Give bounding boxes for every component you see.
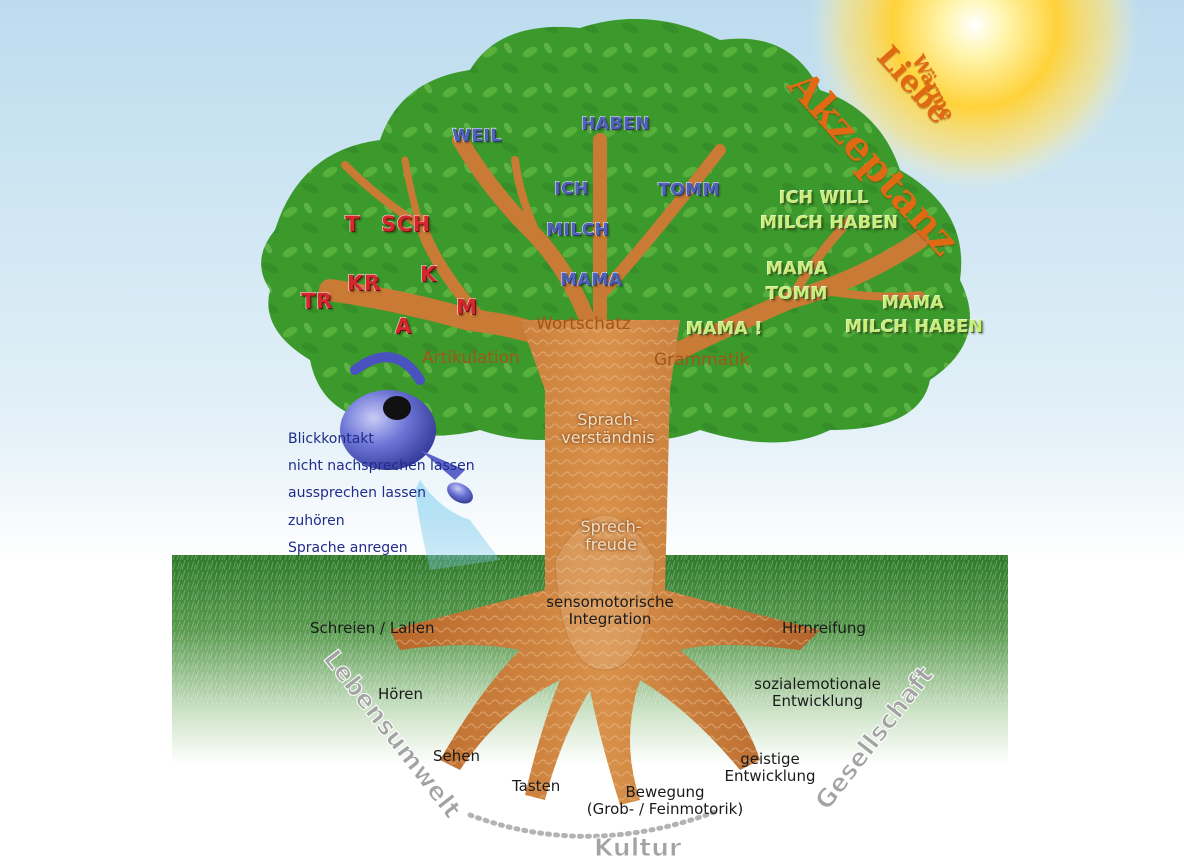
ground-arc-dots: [467, 807, 723, 839]
watering-hint-nicht-nachsprechen: nicht nachsprechen lassen: [288, 458, 475, 474]
crown-word-milch-haben-2: MILCH HABEN: [844, 317, 984, 337]
root-label-sehen: Sehen: [433, 747, 480, 765]
crown-word-kr: KR: [346, 270, 381, 295]
root-label-bewegung-line1: Bewegung: [625, 783, 705, 801]
tree-crown: [261, 18, 971, 443]
trunk-label-sprachverstaendnis-line2: verständnis: [561, 428, 655, 448]
crown-word-k: K: [420, 261, 437, 286]
root-label-geistige: geistige Entwicklung: [710, 750, 830, 786]
crown-word-tomm: TOMM: [658, 180, 720, 200]
branch-label-artikulation: Artikulation: [422, 348, 520, 368]
watering-can: [340, 352, 500, 570]
watering-hint-aussprechen: aussprechen lassen: [288, 485, 427, 501]
root-label-sozial: sozialemotionale Entwicklung: [740, 675, 895, 711]
crown-word-haben: HABEN: [581, 114, 650, 134]
arc-word-kultur: Kultur: [593, 833, 682, 862]
watering-hint-sprache-anregen: Sprache anregen: [288, 540, 408, 556]
tree-branches: [319, 132, 929, 381]
root-label-tasten: Tasten: [512, 777, 561, 795]
trunk-label-sprechfreude-line1: Sprech-: [580, 517, 642, 536]
crown-word-mama-3: MAMA: [881, 293, 945, 313]
crown-word-ich-will: ICH WILL: [779, 188, 869, 208]
crown-word-a: A: [395, 313, 412, 338]
crown-word-tr: TR: [301, 288, 333, 313]
crown-word-tomm-2: TOMM: [766, 284, 828, 304]
root-label-hirnreifung: Hirnreifung: [782, 619, 866, 637]
crown-word-mama: MAMA: [559, 270, 623, 290]
sun: [810, 0, 1140, 190]
crown-word-milch-haben: MILCH HABEN: [759, 213, 899, 233]
trunk-label-sprachverstaendnis: Sprach- verständnis: [548, 410, 668, 448]
root-label-geistige-line1: geistige: [740, 750, 800, 768]
trunk-label-integration-line2: Integration: [568, 610, 652, 629]
root-label-geistige-line2: Entwicklung: [724, 767, 816, 786]
trunk-label-sprachverstaendnis-line1: Sprach-: [577, 410, 639, 429]
tree-trunk: [390, 320, 820, 805]
branch-label-grammatik: Grammatik: [654, 350, 750, 370]
crown-word-mama-exclaim: MAMA !: [686, 319, 763, 339]
trunk-label-sprechfreude-line2: freude: [585, 535, 637, 555]
root-label-bewegung-line2: (Grob- / Feinmotorik): [586, 800, 744, 819]
root-label-hoeren: Hören: [378, 685, 424, 703]
trunk-label-integration: sensomotorische Integration: [530, 593, 690, 629]
branch-label-wortschatz: Wortschatz: [536, 314, 631, 334]
crown-word-mama-2: MAMA: [765, 259, 829, 279]
crown-word-sch: SCH: [381, 211, 431, 236]
root-label-schreien: Schreien / Lallen: [310, 619, 435, 637]
crown-word-t: T: [345, 211, 360, 236]
crown-word-weil: WEIL: [452, 126, 502, 146]
watering-hint-zuhoeren: zuhören: [288, 513, 345, 529]
watering-hint-blickkontakt: Blickkontakt: [288, 431, 374, 447]
crown-word-ich: ICH: [554, 179, 589, 199]
root-label-sozial-line1: sozialemotionale: [754, 675, 881, 693]
crown-word-m: M: [455, 294, 478, 319]
root-label-bewegung: Bewegung (Grob- / Feinmotorik): [565, 783, 765, 819]
trunk-label-integration-line1: sensomotorische: [546, 593, 674, 611]
root-label-sozial-line2: Entwicklung: [772, 692, 863, 711]
crown-word-milch: MILCH: [545, 220, 610, 240]
trunk-label-sprechfreude: Sprech- freude: [556, 517, 666, 555]
